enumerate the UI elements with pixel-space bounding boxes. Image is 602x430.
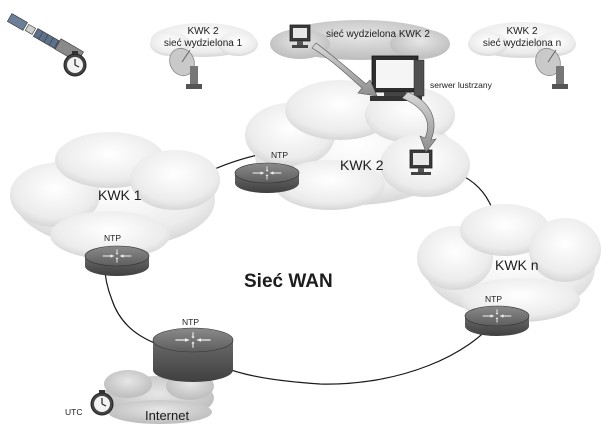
mirror-server-label: serwer lustrzany [430,80,493,90]
wan-title: Sieć WAN [244,271,333,292]
ntp-label-internet: NTP [182,317,199,327]
utc-label: UTC [65,407,82,417]
internet-label: Internet [145,408,189,423]
dedicated-network-label: sieć wydzielona KWK 2 [326,29,430,40]
sync-arrow-server-to-computer [401,91,437,153]
ntp-label-kwk1: NTP [104,233,121,243]
clock-icon [63,51,87,77]
kwkn-label: KWK n [495,257,539,273]
cloud1-subtitle: sieć wydzielona 1 [164,38,243,49]
router-icon [234,162,300,193]
cloud-kwkn [417,204,601,322]
server-icon [370,55,425,101]
dish-antenna-icon [169,47,202,89]
computer-icon [409,149,433,175]
ntp-label-kwkn: NTP [485,294,502,304]
sync-arrow-computer-to-server [311,42,378,97]
router-icon [464,305,530,336]
cloudn-subtitle: sieć wydzielona n [483,38,561,49]
clock-icon [90,390,114,416]
kwk2-label: KWK 2 [340,157,384,173]
stacked-router-icon [152,327,234,382]
satellite-icon [6,13,65,52]
ntp-label-kwk2: NTP [271,150,288,160]
cloud1-title: KWK 2 [187,26,219,37]
computer-icon [289,24,311,48]
cloudn-title: KWK 2 [506,26,538,37]
router-icon [84,245,150,276]
kwk1-label: KWK 1 [98,187,142,203]
dish-antenna-icon [535,47,568,89]
cloud-kwk1 [10,132,220,259]
